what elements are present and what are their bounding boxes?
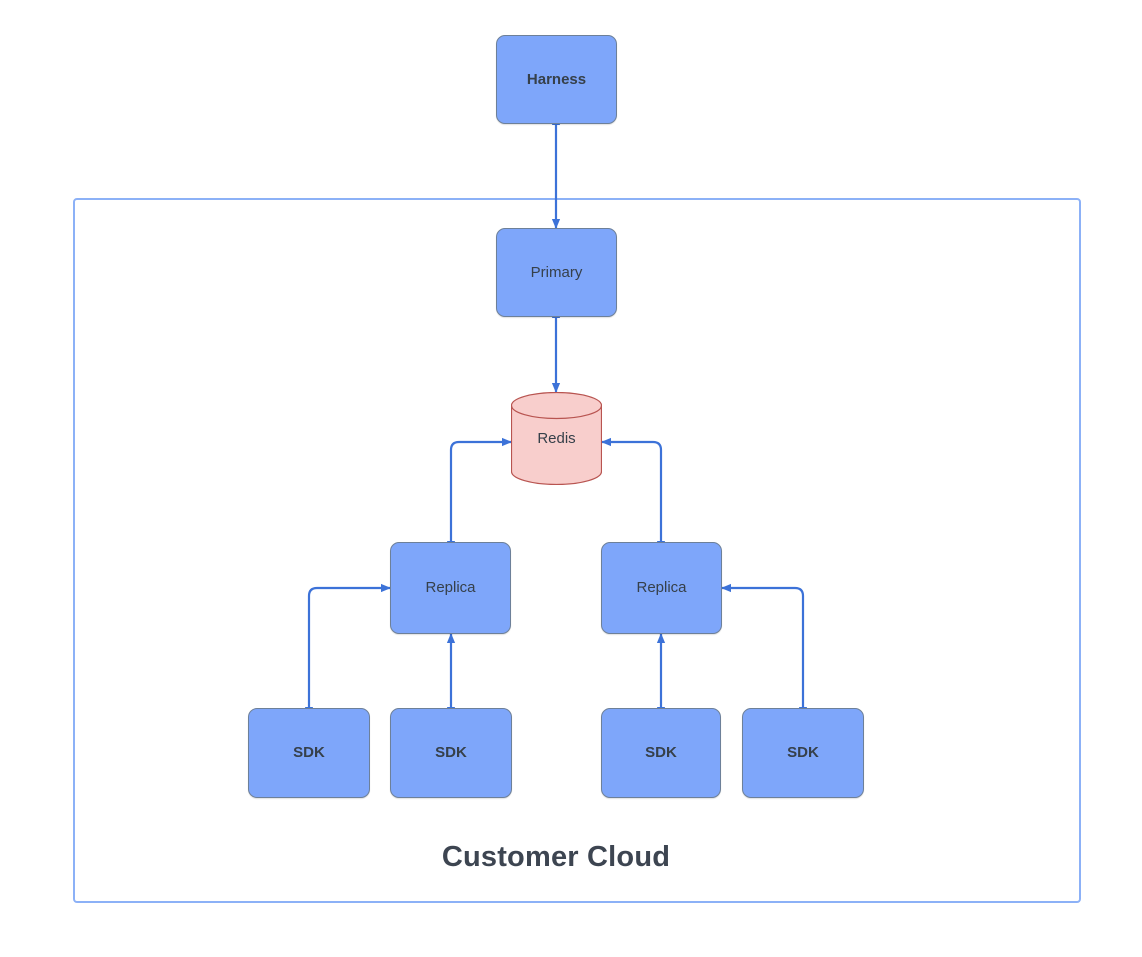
- node-label-sdk-3: SDK: [645, 744, 677, 761]
- customer-cloud-group-border: [73, 198, 1081, 903]
- node-redis[interactable]: Redis: [510, 391, 603, 486]
- node-sdk-3[interactable]: SDK: [601, 708, 721, 798]
- node-label-sdk-1: SDK: [293, 744, 325, 761]
- cylinder-shape: [510, 391, 603, 486]
- customer-cloud-label: Customer Cloud: [441, 841, 671, 873]
- node-replica-r[interactable]: Replica: [601, 542, 722, 634]
- node-label-replica-l: Replica: [425, 579, 476, 596]
- edge-sdk1-replica-l: [304, 583, 391, 717]
- node-replica-l[interactable]: Replica: [390, 542, 511, 634]
- edge-replica-l-redis: [446, 437, 512, 551]
- node-label-replica-r: Replica: [636, 579, 687, 596]
- node-label-harness: Harness: [526, 70, 587, 88]
- node-harness[interactable]: Harness: [496, 35, 617, 124]
- node-primary[interactable]: Primary: [496, 228, 617, 317]
- edge-sdk4-replica-r: [721, 583, 808, 717]
- node-sdk-4[interactable]: SDK: [742, 708, 864, 798]
- node-sdk-2[interactable]: SDK: [390, 708, 512, 798]
- node-label-sdk-2: SDK: [435, 744, 467, 761]
- node-label-primary: Primary: [530, 263, 583, 281]
- node-label-sdk-4: SDK: [787, 744, 819, 761]
- edge-replica-r-redis: [601, 437, 666, 551]
- node-sdk-1[interactable]: SDK: [248, 708, 370, 798]
